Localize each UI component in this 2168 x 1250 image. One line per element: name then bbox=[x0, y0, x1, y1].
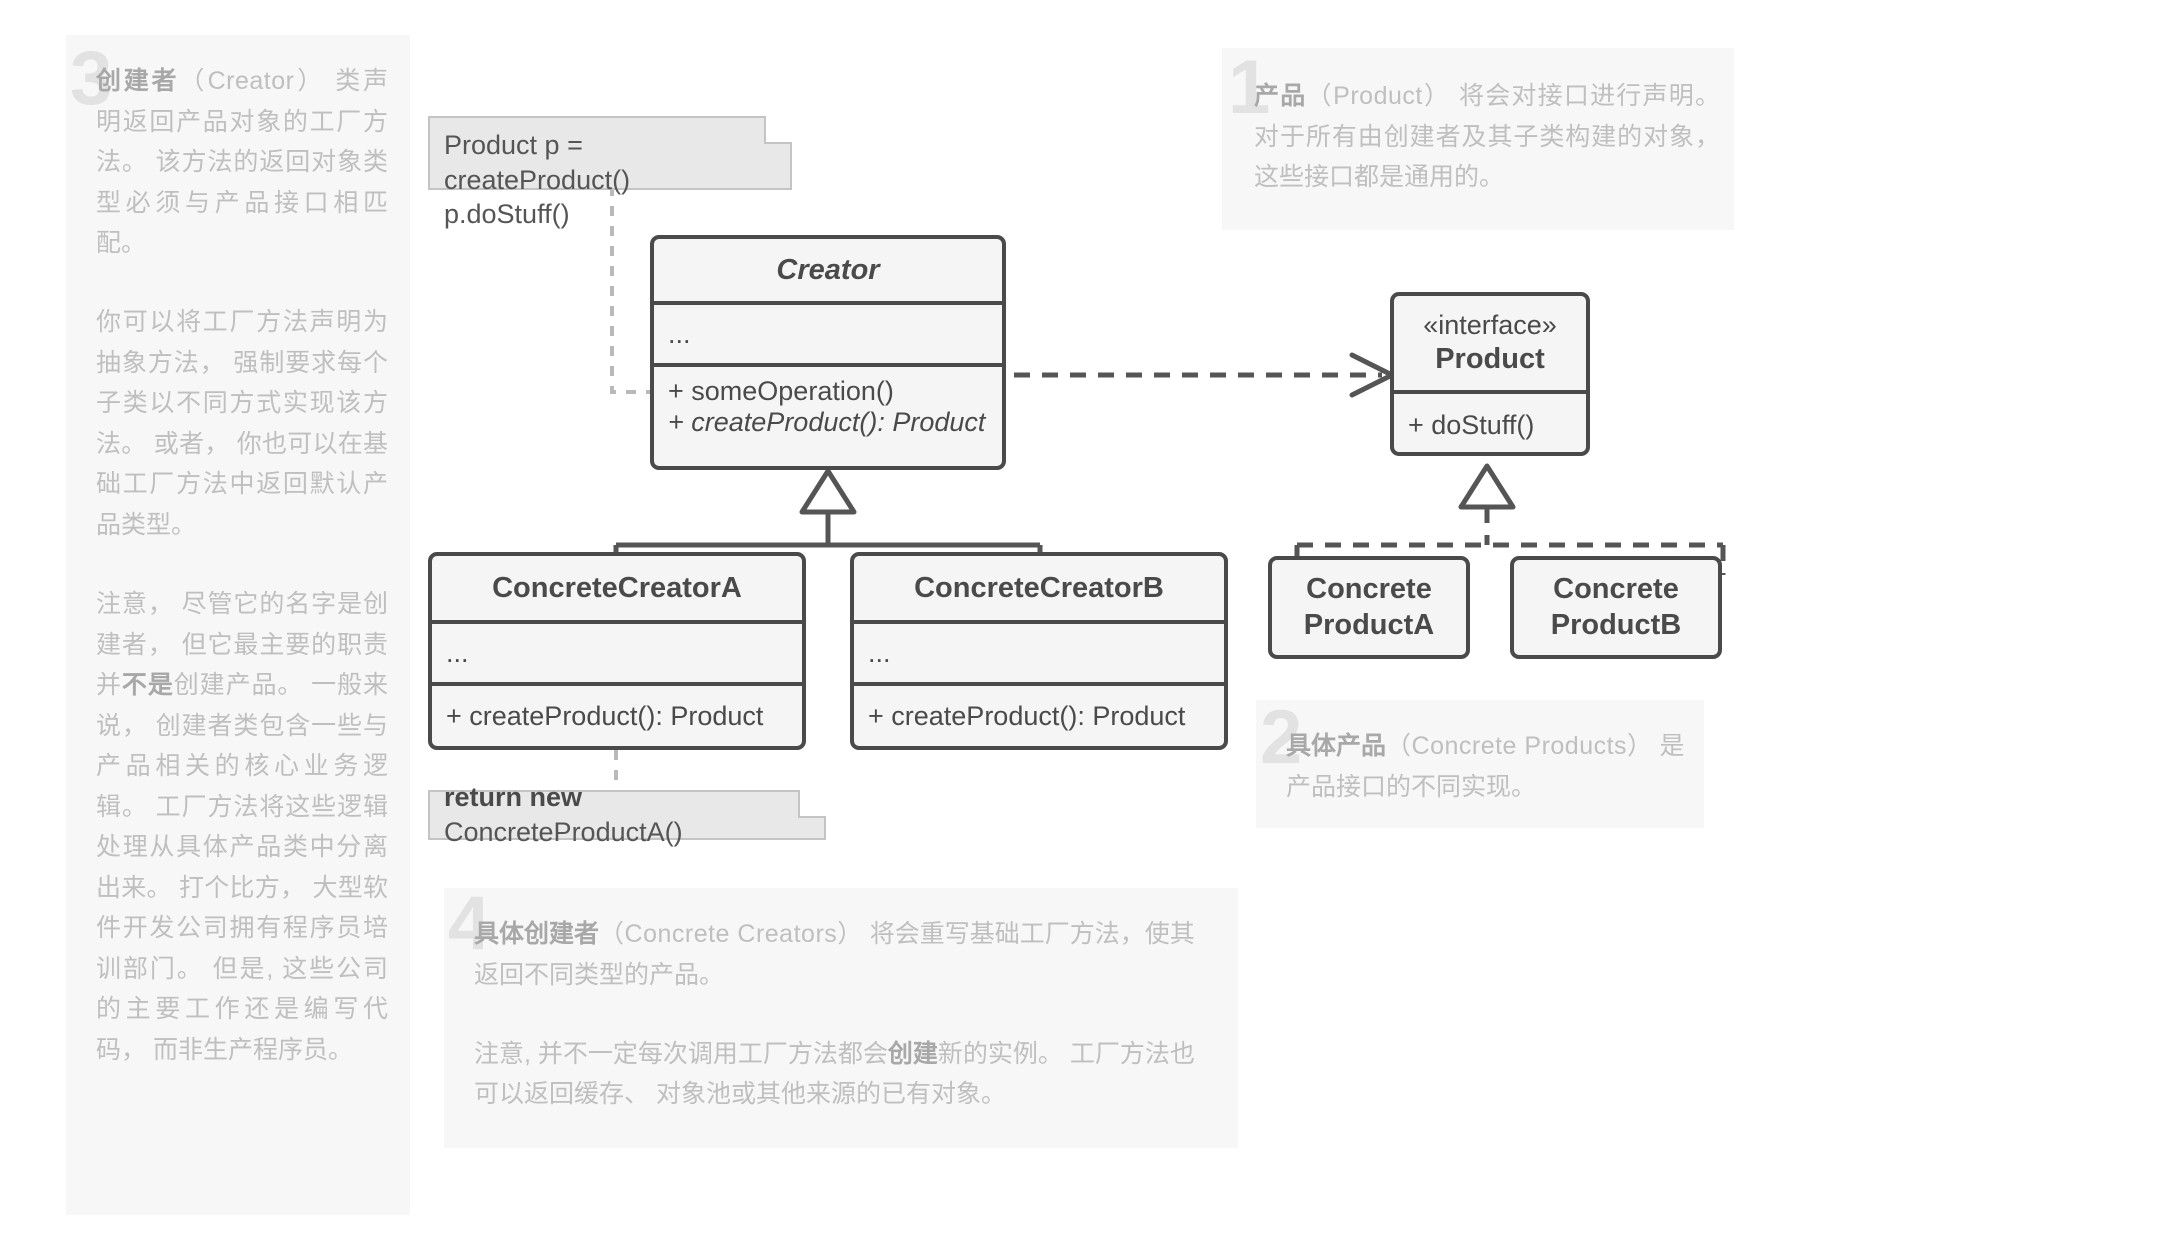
concrete-product-b-line2: ProductB bbox=[1550, 608, 1682, 641]
product-name: Product bbox=[1435, 342, 1545, 375]
annotation-panel-product: 1 产品（Product） 将会对接口进行声明。 对于所有由创建者及其子类构建的… bbox=[1222, 48, 1734, 230]
creator-p3-bold: 不是 bbox=[121, 671, 174, 699]
product-realization-triangle bbox=[1458, 463, 1516, 510]
annotation-panel-concrete-products: 2 具体产品（Concrete Products） 是产品接口的不同实现。 bbox=[1256, 700, 1704, 828]
note-fold-corner-icon-2 bbox=[798, 790, 826, 818]
annotation-text-concrete-creators: 具体创建者（Concrete Creators） 将会重写基础工厂方法，使其返回… bbox=[474, 914, 1216, 1115]
class-operations-product: + doStuff() bbox=[1394, 390, 1586, 452]
class-operations-concrete-creator-b: + createProduct(): Product bbox=[854, 682, 1224, 746]
class-operations-creator: + someOperation() + createProduct(): Pro… bbox=[654, 363, 1002, 466]
product-term-en: （Product） bbox=[1306, 82, 1451, 110]
creator-paragraph-1: 创建者（Creator） 类声明返回产品对象的工厂方法。 该方法的返回对象类型必… bbox=[96, 61, 388, 264]
creator-product-arrowhead bbox=[1349, 352, 1395, 398]
concrete-creators-p2-bold: 创建 bbox=[887, 1039, 938, 1068]
product-term-bold: 产品 bbox=[1254, 82, 1307, 110]
class-box-concrete-creator-a[interactable]: ConcreteCreatorA ... + createProduct(): … bbox=[428, 552, 806, 750]
class-box-creator[interactable]: Creator ... + someOperation() + createPr… bbox=[650, 235, 1006, 470]
operation-some-operation: + someOperation() bbox=[668, 376, 894, 406]
annotation-number-4: 4 bbox=[448, 881, 490, 966]
annotation-text-creator: 创建者（Creator） 类声明返回产品对象的工厂方法。 该方法的返回对象类型必… bbox=[96, 61, 388, 1070]
class-box-concrete-creator-b[interactable]: ConcreteCreatorB ... + createProduct(): … bbox=[850, 552, 1228, 750]
annotation-number-2: 2 bbox=[1260, 695, 1302, 780]
note-return-rest: ConcreteProductA() bbox=[444, 817, 683, 847]
creator-paragraph-3: 注意， 尽管它的名字是创建者， 但它最主要的职责并不是创建产品。 一般来说， 创… bbox=[96, 584, 388, 1070]
class-attributes-concrete-creator-a: ... bbox=[432, 620, 802, 682]
concrete-product-b-line1: Concrete bbox=[1553, 573, 1679, 606]
class-name-product: «interface» Product bbox=[1394, 296, 1586, 390]
operation-create-product-abstract: + createProduct(): Product bbox=[668, 407, 986, 437]
annotation-panel-concrete-creators: 4 具体创建者（Concrete Creators） 将会重写基础工厂方法，使其… bbox=[444, 881, 1238, 1148]
note-fold-corner-icon bbox=[764, 116, 792, 144]
concrete-products-term-en: （Concrete Products） bbox=[1386, 732, 1653, 760]
note-creator-usage-line2: p.doStuff() bbox=[444, 199, 570, 230]
product-term-rest: 将会对接口进行声明。 对于所有由创建者及其子类构建的对象，这些接口都是通用的。 bbox=[1254, 82, 1720, 191]
class-operations-concrete-creator-a: + createProduct(): Product bbox=[432, 682, 802, 746]
annotation-number-3: 3 bbox=[70, 36, 112, 121]
concrete-creators-p2-a: 注意, 并不一定每次调用工厂方法都会 bbox=[474, 1039, 888, 1068]
class-name-creator: Creator bbox=[776, 253, 880, 286]
concrete-creators-term-bold: 具体创建者 bbox=[474, 920, 600, 948]
class-name-concrete-creator-b: ConcreteCreatorB bbox=[914, 571, 1164, 604]
class-attributes-concrete-creator-b: ... bbox=[854, 620, 1224, 682]
concrete-creators-term-rest: 将会重写基础工厂方法，使其返回不同类型的产品。 bbox=[474, 920, 1195, 989]
concrete-products-term-rest: 是产品接口的不同实现。 bbox=[1286, 732, 1685, 801]
annotation-number-1: 1 bbox=[1228, 45, 1270, 130]
creator-generalization-triangle bbox=[799, 468, 857, 515]
creator-paragraph-2: 你可以将工厂方法声明为抽象方法， 强制要求每个子类以不同方式实现该方法。 或者，… bbox=[96, 308, 388, 539]
concrete-product-a-line1: Concrete bbox=[1306, 573, 1432, 606]
class-box-product[interactable]: «interface» Product + doStuff() bbox=[1390, 292, 1590, 456]
concrete-products-term-bold: 具体产品 bbox=[1286, 732, 1387, 760]
concrete-creators-p2-b: 新的实例。 工厂方法也可以返回缓存、 对象池或其他来源的已有对象。 bbox=[474, 1039, 1195, 1109]
note-creator-usage-line1: Product p = createProduct() bbox=[444, 130, 631, 195]
class-name-concrete-product-a: Concrete ProductA bbox=[1272, 560, 1466, 655]
annotation-panel-creator: 3 创建者（Creator） 类声明返回产品对象的工厂方法。 该方法的返回对象类… bbox=[66, 35, 410, 1215]
note-return-keyword: return new bbox=[444, 782, 583, 813]
note-creator-anchor bbox=[610, 186, 652, 394]
concrete-creators-term-en: （Concrete Creators） bbox=[599, 920, 863, 948]
creator-p3-a: 注意， 尽管它的名字是创建者， 但它最主要的职责并 bbox=[96, 590, 388, 699]
annotation-text-product: 产品（Product） 将会对接口进行声明。 对于所有由创建者及其子类构建的对象… bbox=[1254, 76, 1720, 198]
note-factory-return: return new ConcreteProductA() bbox=[428, 782, 826, 847]
product-paragraph-1: 产品（Product） 将会对接口进行声明。 对于所有由创建者及其子类构建的对象… bbox=[1254, 76, 1720, 198]
creator-term-en: （Creator） bbox=[179, 67, 326, 95]
concrete-products-paragraph-1: 具体产品（Concrete Products） 是产品接口的不同实现。 bbox=[1286, 726, 1696, 807]
class-name-concrete-creator-a: ConcreteCreatorA bbox=[492, 571, 742, 604]
concrete-product-a-line2: ProductA bbox=[1303, 608, 1435, 641]
class-attributes-creator: ... bbox=[654, 301, 1002, 363]
creator-p3-b: 创建产品。 一般来说， 创建者类包含一些与产品相关的核心业务逻辑。 工厂方法将这… bbox=[96, 671, 388, 1064]
concrete-creators-paragraph-2: 注意, 并不一定每次调用工厂方法都会创建新的实例。 工厂方法也可以返回缓存、 对… bbox=[474, 1034, 1216, 1115]
class-name-concrete-product-b: Concrete ProductB bbox=[1514, 560, 1718, 655]
creator-term-bold: 创建者 bbox=[96, 67, 180, 95]
class-box-concrete-product-a[interactable]: Concrete ProductA bbox=[1268, 556, 1470, 659]
creator-term-rest: 类声明返回产品对象的工厂方法。 该方法的返回对象类型必须与产品接口相匹配。 bbox=[96, 67, 388, 257]
class-box-concrete-product-b[interactable]: Concrete ProductB bbox=[1510, 556, 1722, 659]
note-creator-usage: Product p = createProduct() p.doStuff() bbox=[428, 116, 792, 229]
concrete-creators-paragraph-1: 具体创建者（Concrete Creators） 将会重写基础工厂方法，使其返回… bbox=[474, 914, 1216, 995]
product-stereotype: «interface» bbox=[1423, 309, 1557, 340]
annotation-text-concrete-products: 具体产品（Concrete Products） 是产品接口的不同实现。 bbox=[1286, 726, 1696, 807]
